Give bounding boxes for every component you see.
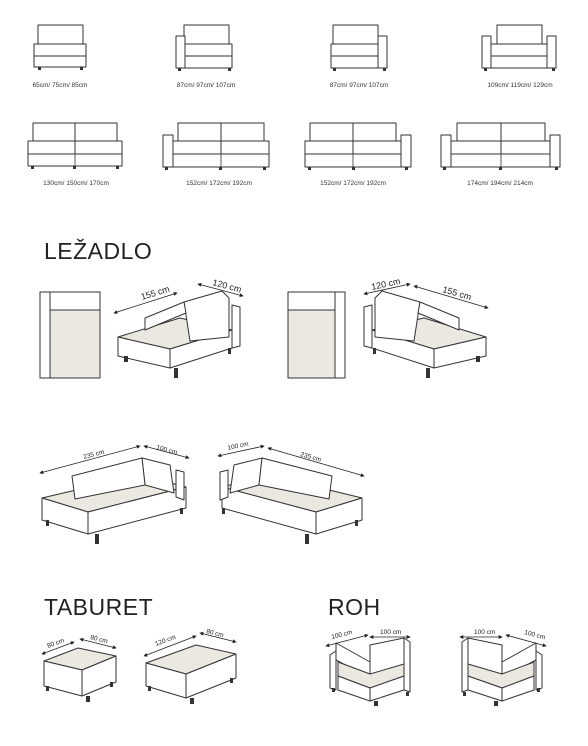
module-armless-single bbox=[33, 24, 87, 70]
dim-roh-left-b: 100 cm bbox=[380, 629, 401, 636]
section-heading-lezadlo: LEŽADLO bbox=[44, 238, 153, 264]
dim-d-width: 100 cm bbox=[227, 441, 249, 452]
module-double-two-arms bbox=[440, 122, 561, 170]
section-heading-taburet: TABURET bbox=[44, 594, 154, 620]
module-single-right-arm bbox=[330, 24, 388, 71]
module-caption: 65cm/ 75cm/ 85cm bbox=[32, 82, 88, 89]
corner-left bbox=[329, 637, 411, 706]
module-caption: 174cm/ 194cm/ 214cm bbox=[467, 180, 533, 187]
dim-ottoman-large-b: 80 cm bbox=[206, 628, 225, 639]
section-heading-roh: ROH bbox=[328, 594, 381, 620]
module-armless-double bbox=[27, 122, 123, 169]
dim-roh-right-b: 100 cm bbox=[523, 629, 545, 641]
dim-ottoman-small-a: 80 cm bbox=[46, 637, 65, 650]
dim-c-length: 235 cm bbox=[83, 449, 105, 461]
ottoman-small bbox=[43, 647, 117, 702]
module-double-right-arm bbox=[304, 122, 412, 170]
dim-a-length: 155 cm bbox=[140, 284, 171, 302]
dim-c-width: 100 cm bbox=[155, 444, 177, 456]
dim-roh-right-a: 100 cm bbox=[474, 629, 495, 636]
module-caption: 87cm/ 97cm/ 107cm bbox=[176, 82, 236, 89]
module-caption: 87cm/ 97cm/ 107cm bbox=[329, 82, 389, 89]
dim-ottoman-small-b: 80 cm bbox=[90, 634, 109, 645]
chaise-top-view-right bbox=[287, 291, 346, 379]
chaise-long-right bbox=[219, 457, 363, 544]
module-caption: 152cm/ 172cm/ 192cm bbox=[186, 180, 252, 187]
dim-b-length: 155 cm bbox=[441, 284, 472, 302]
dim-ottoman-large-a: 120 cm bbox=[154, 634, 176, 648]
module-caption: 152cm/ 172cm/ 192cm bbox=[320, 180, 386, 187]
chaise-perspective-right bbox=[363, 290, 487, 378]
module-single-two-arms bbox=[481, 24, 557, 71]
chaise-perspective-left bbox=[117, 290, 241, 378]
module-double-left-arm bbox=[162, 122, 270, 170]
corner-right bbox=[461, 637, 543, 706]
chaise-top-view-left bbox=[39, 291, 101, 379]
dim-d-length: 235 cm bbox=[299, 451, 321, 464]
ottoman-large bbox=[145, 644, 237, 704]
chaise-long-left bbox=[41, 457, 187, 544]
dimension-lines bbox=[39, 282, 547, 657]
module-caption: 130cm/ 150cm/ 170cm bbox=[43, 180, 109, 187]
module-caption: 109cm/ 119cm/ 129cm bbox=[487, 82, 553, 89]
module-single-left-arm bbox=[175, 24, 233, 71]
dim-roh-left-a: 100 cm bbox=[331, 629, 353, 641]
